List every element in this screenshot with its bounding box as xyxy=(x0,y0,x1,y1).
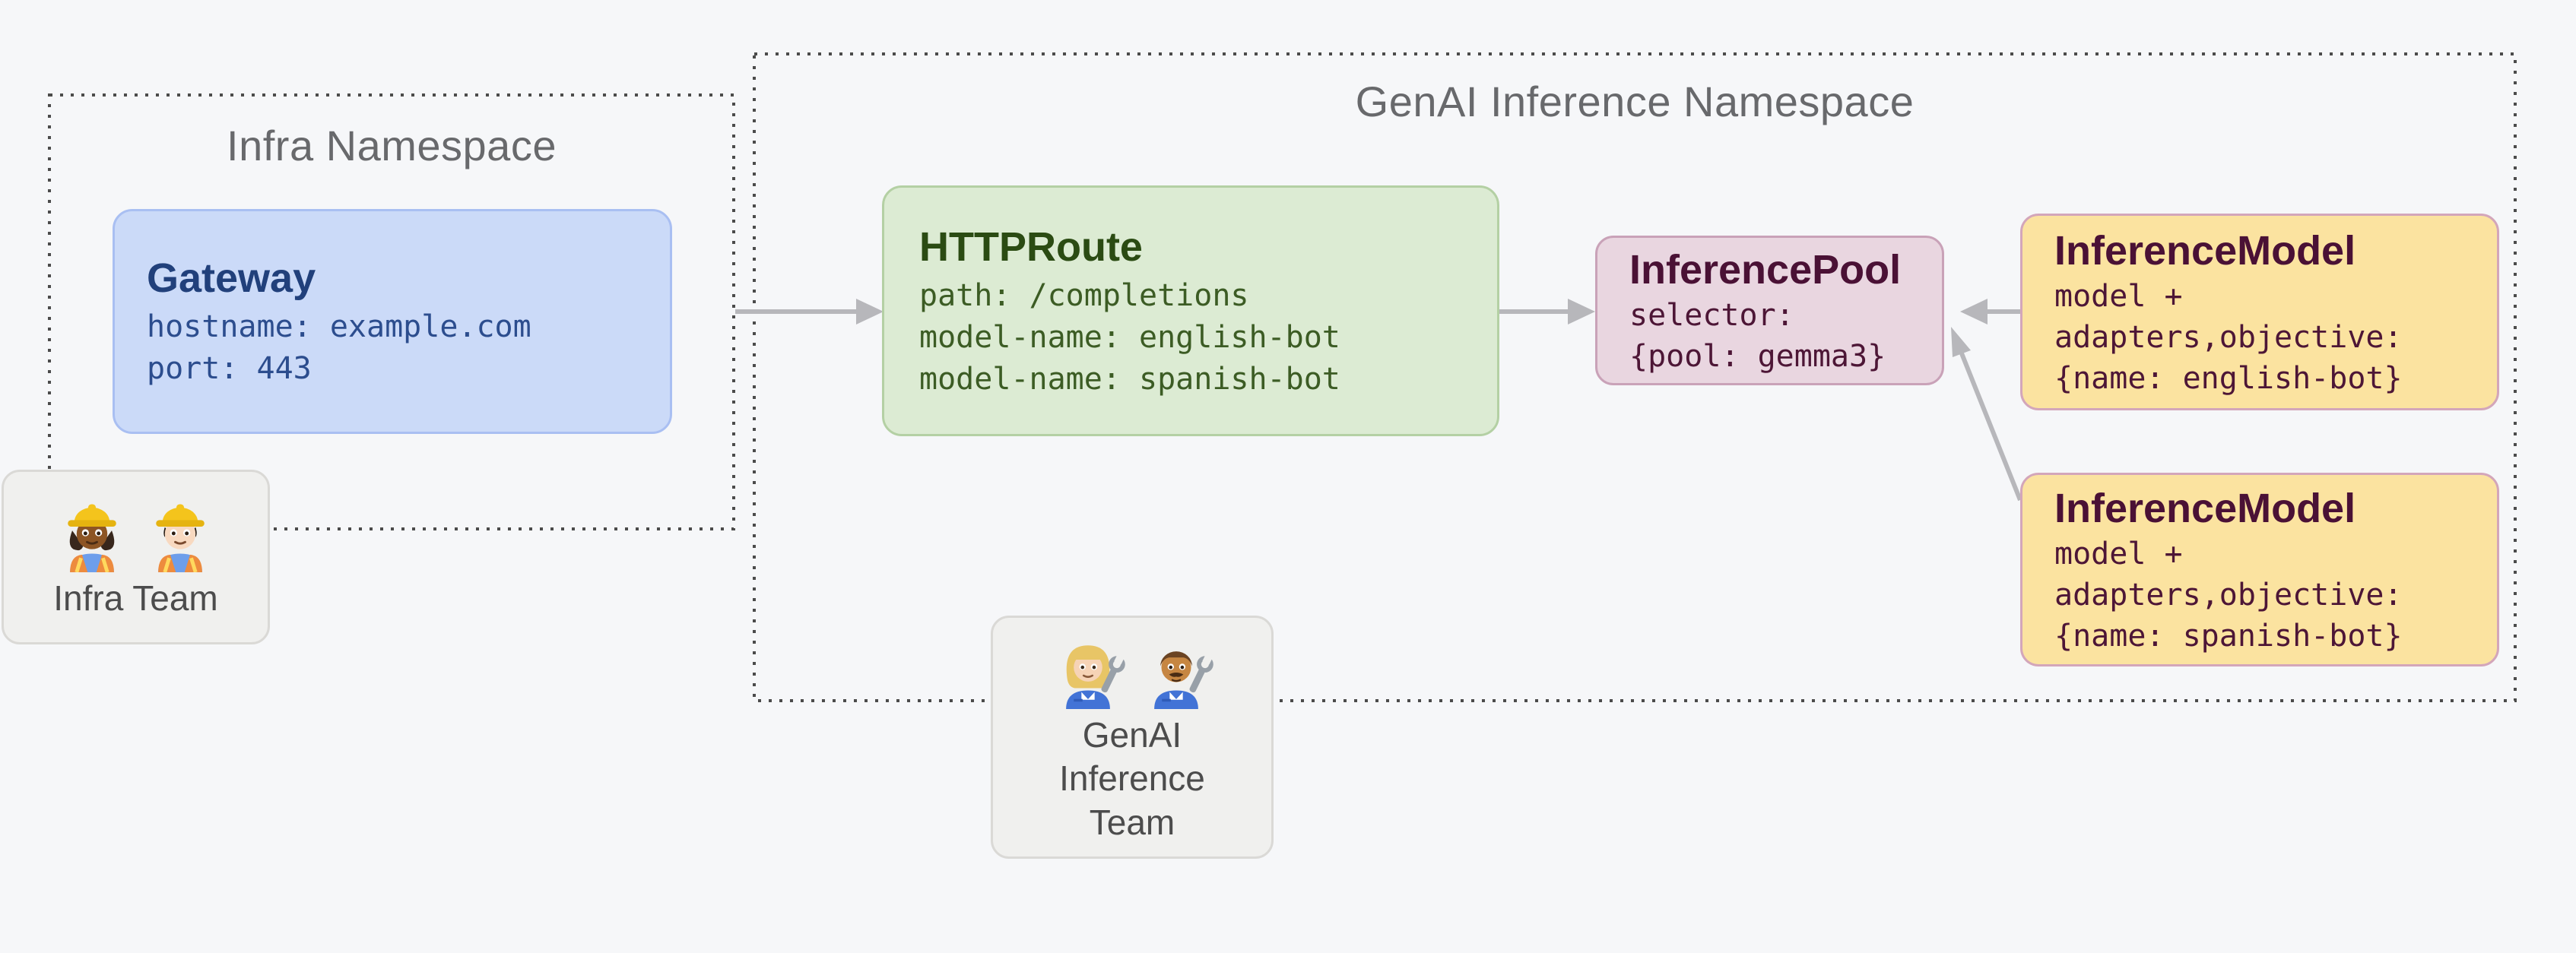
inferencemodel-english-line-name: {name: english-bot} xyxy=(2054,360,2403,396)
genai-team-card: GenAI Inference Team xyxy=(991,616,1274,859)
inferencemodel-spanish-title: InferenceModel xyxy=(2054,485,2356,531)
inferencepool-selector: selector: xyxy=(1629,297,1794,333)
arrow-inferencemodel-english-to-inferencepool xyxy=(1960,299,2020,325)
genai-namespace-dotted-border xyxy=(753,52,2517,702)
inferencemodel-english-line-adapters: adapters,objective: xyxy=(2054,319,2403,355)
infra-namespace-dotted-border xyxy=(48,93,735,530)
gateway-port: port: 443 xyxy=(147,351,312,386)
infra-team-emoji-row xyxy=(52,493,220,573)
arrow-httproute-to-inferencepool xyxy=(1499,299,1595,325)
gateway-title: Gateway xyxy=(147,255,316,301)
woman-construction-worker-emoji xyxy=(67,504,116,573)
inferencemodel-spanish-line-adapters: adapters,objective: xyxy=(2054,577,2403,613)
httproute-title: HTTPRoute xyxy=(919,223,1143,270)
inferencemodel-spanish-line-model: model + xyxy=(2054,536,2183,571)
genai-team-label: GenAI Inference Team xyxy=(1059,714,1205,842)
inferencemodel-english-title: InferenceModel xyxy=(2054,227,2356,274)
inferencepool-title: InferencePool xyxy=(1629,246,1902,293)
infra-team-label: Infra Team xyxy=(53,578,218,619)
woman-mechanic-emoji xyxy=(1066,644,1125,709)
inferencemodel-english-node: InferenceModel model + adapters,objectiv… xyxy=(2020,214,2499,410)
infra-namespace-title: Infra Namespace xyxy=(227,122,557,169)
httproute-path: path: /completions xyxy=(919,277,1249,313)
inferencepool-node: InferencePool selector: {pool: gemma3} xyxy=(1595,236,1944,385)
gateway-hostname: hostname: example.com xyxy=(147,309,531,344)
inferencemodel-spanish-line-name: {name: spanish-bot} xyxy=(2054,618,2403,654)
arrow-gateway-to-httproute xyxy=(735,299,884,325)
inferencepool-pool-value: {pool: gemma3} xyxy=(1629,338,1886,374)
genai-namespace-title: GenAI Inference Namespace xyxy=(1355,78,1915,125)
inferencemodel-english-line-model: model + xyxy=(2054,278,2183,314)
genai-team-emoji-row xyxy=(1048,630,1216,709)
man-mechanic-emoji xyxy=(1154,651,1213,709)
man-construction-worker-emoji xyxy=(155,504,205,573)
httproute-node: HTTPRoute path: /completions model-name:… xyxy=(882,185,1499,436)
httproute-model-spanish: model-name: spanish-bot xyxy=(919,361,1340,397)
arrow-inferencemodel-spanish-to-inferencepool xyxy=(1951,327,2022,502)
gateway-node: Gateway hostname: example.com port: 443 xyxy=(113,209,672,434)
httproute-model-english: model-name: english-bot xyxy=(919,319,1340,355)
infra-team-card: Infra Team xyxy=(2,470,270,644)
inferencemodel-spanish-node: InferenceModel model + adapters,objectiv… xyxy=(2020,473,2499,666)
